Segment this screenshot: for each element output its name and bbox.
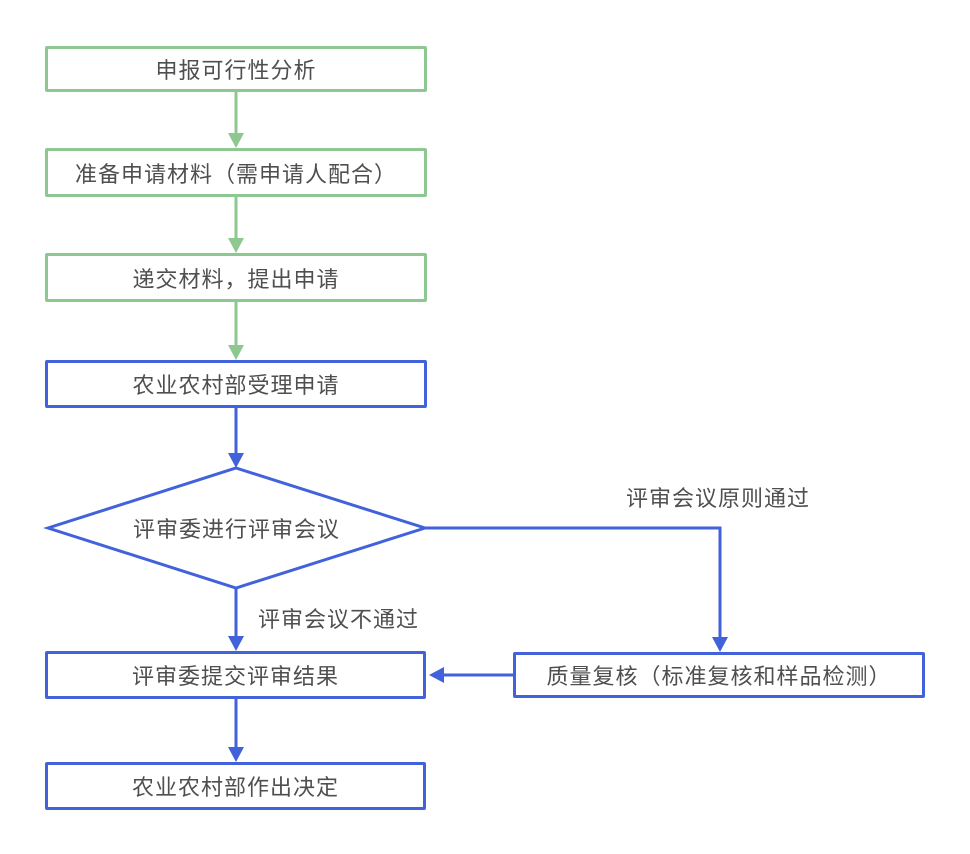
node-quality-recheck[interactable]: 质量复核（标准复核和样品检测） bbox=[513, 652, 925, 698]
node-review-committee-meeting[interactable]: 评审委进行评审会议 bbox=[48, 468, 425, 588]
node-submit-review-result[interactable]: 评审委提交评审结果 bbox=[45, 651, 426, 699]
node-submit-materials[interactable]: 递交材料，提出申请 bbox=[45, 253, 427, 302]
node-label: 递交材料，提出申请 bbox=[132, 266, 340, 292]
edge-label-meeting-passed-in-principle: 评审会议原则通过 bbox=[626, 486, 811, 511]
node-prepare-materials[interactable]: 准备申请材料（需申请人配合） bbox=[45, 148, 427, 197]
node-label: 质量复核（标准复核和样品检测） bbox=[546, 664, 892, 689]
node-label: 申报可行性分析 bbox=[155, 58, 317, 83]
node-label: 农业农村部作出决定 bbox=[131, 775, 339, 800]
review-meeting-diamond[interactable] bbox=[43, 466, 430, 590]
node-label: 农业农村部受理申请 bbox=[132, 373, 340, 398]
node-label: 评审委提交评审结果 bbox=[131, 664, 339, 689]
node-label: 准备申请材料（需申请人配合） bbox=[74, 161, 397, 187]
edge-label-meeting-not-passed: 评审会议不通过 bbox=[258, 607, 420, 632]
arrow-review-to-recheck bbox=[425, 526, 728, 652]
node-feasibility-analysis[interactable]: 申报可行性分析 bbox=[45, 46, 427, 92]
node-moa-make-decision[interactable]: 农业农村部作出决定 bbox=[45, 762, 426, 810]
node-label: 评审委进行评审会议 bbox=[132, 517, 340, 542]
node-moa-accept-application[interactable]: 农业农村部受理申请 bbox=[45, 360, 427, 408]
